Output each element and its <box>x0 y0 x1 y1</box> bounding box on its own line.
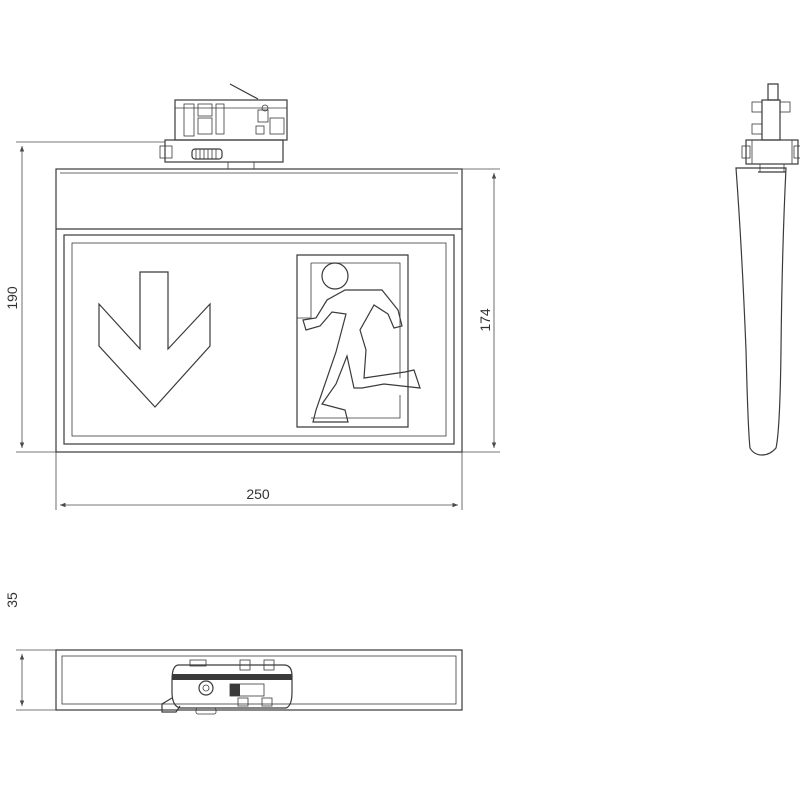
bottom-view: 35 <box>4 592 463 715</box>
side-view <box>735 83 800 456</box>
dimension-height-panel: 174 <box>462 168 500 453</box>
running-man-exit-icon <box>296 254 421 428</box>
down-arrow-icon <box>98 271 211 408</box>
dim-250-label: 250 <box>246 486 270 502</box>
door-icon <box>296 254 409 428</box>
dim-174-label: 174 <box>477 308 493 332</box>
dim-190-label: 190 <box>4 286 20 310</box>
front-view: 190 174 250 <box>4 83 500 510</box>
sign-panel <box>63 234 455 445</box>
sign-housing <box>55 168 463 453</box>
bottom-track-adapter <box>161 659 293 715</box>
dim-35-label: 35 <box>4 592 20 608</box>
dimension-width: 250 <box>55 452 463 510</box>
dimension-depth: 35 <box>4 592 56 711</box>
track-adapter <box>159 83 288 170</box>
dimension-height-total: 190 <box>4 141 165 453</box>
side-housing <box>735 167 787 456</box>
